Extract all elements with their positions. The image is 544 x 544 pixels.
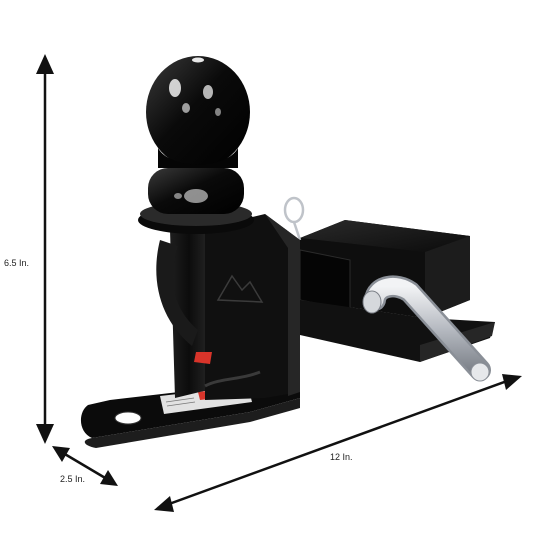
width-arrow (52, 446, 118, 486)
ball-shank (138, 168, 254, 234)
height-label: 6.5 In. (4, 258, 30, 268)
width-label: 2.5 In. (60, 474, 86, 484)
length-arrow (154, 374, 522, 512)
mount-bracket (156, 214, 300, 400)
receiver-tube (299, 220, 495, 362)
mountain-icon (216, 274, 264, 303)
height-arrow (36, 54, 54, 444)
hitch-pin (362, 275, 491, 382)
safety-clip (283, 196, 305, 241)
length-label: 12 In. (330, 452, 353, 462)
hitch-ball (146, 56, 250, 168)
